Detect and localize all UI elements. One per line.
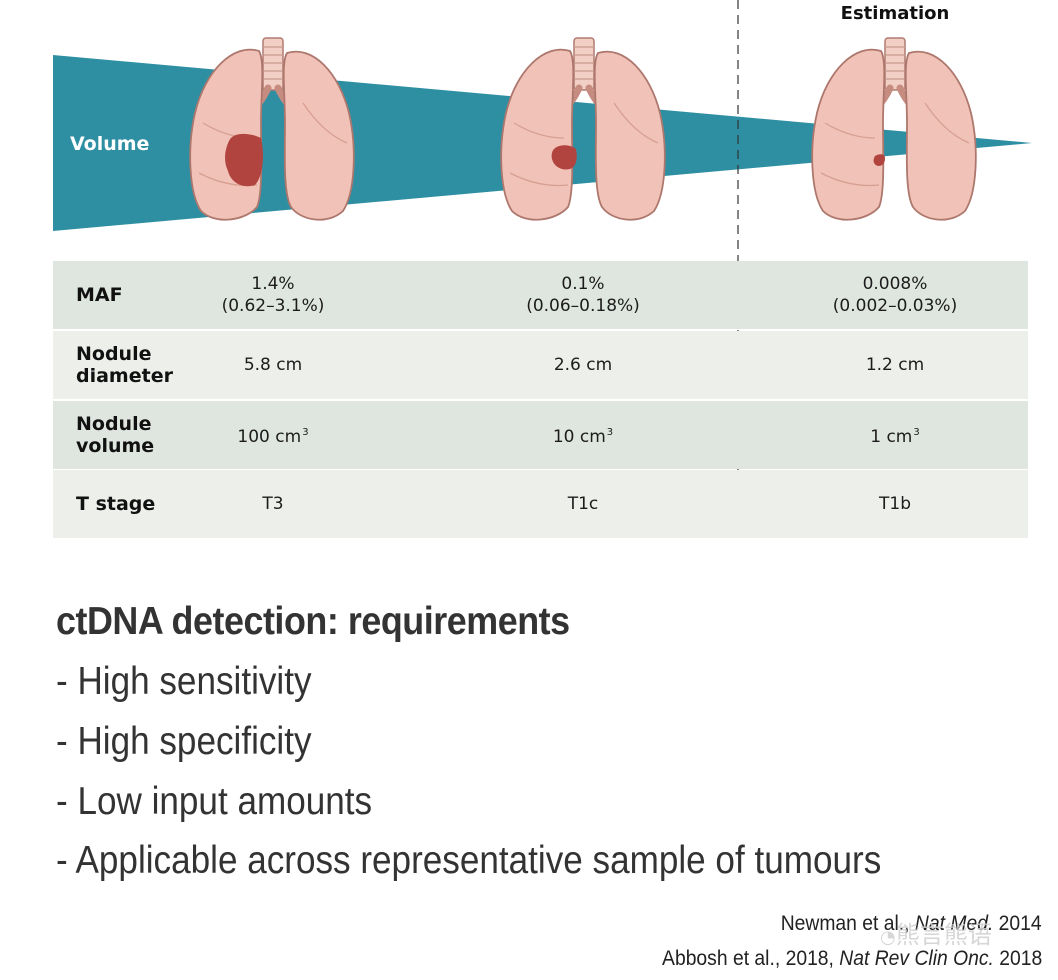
requirement-item: - High sensitivity bbox=[56, 660, 312, 703]
cell-value: 1.2 cm bbox=[865, 355, 925, 375]
cell-value: T1b bbox=[879, 494, 911, 514]
cell-value: T3 bbox=[262, 494, 284, 514]
table-cell: T1c bbox=[463, 470, 703, 538]
cell-value: 1.4% bbox=[251, 274, 295, 294]
cell-value: 10 cm bbox=[552, 427, 606, 447]
watermark: ◔熊言熊语 bbox=[880, 921, 992, 949]
cell-value: 100 cm bbox=[237, 427, 302, 447]
tumour-small bbox=[873, 154, 885, 166]
cell-value: 0.1% bbox=[561, 274, 605, 294]
tumour-large bbox=[225, 133, 263, 187]
tumour-medium bbox=[551, 145, 577, 170]
table-cell: 100 cm3 bbox=[153, 401, 393, 469]
table-cell: 1.4%(0.62–3.1%) bbox=[153, 261, 393, 329]
requirement-item: - High specificity bbox=[56, 720, 312, 763]
reference-abbosh: Abbosh et al., 2018, Nat Rev Clin Onc. 2… bbox=[661, 947, 1042, 970]
cell-value: 2.6 cm bbox=[553, 355, 613, 375]
cell-superscript: 3 bbox=[606, 427, 614, 438]
table-cell: 1 cm3 bbox=[775, 401, 1015, 469]
table-cell: 10 cm3 bbox=[463, 401, 703, 469]
row-label: MAF bbox=[76, 284, 123, 306]
table-row-tstage: T stage T3 T1c T1b bbox=[53, 470, 1028, 538]
cell-value: T1c bbox=[567, 494, 599, 514]
requirement-item: - Low input amounts bbox=[56, 780, 373, 823]
row-label: T stage bbox=[76, 493, 156, 515]
table-cell: T3 bbox=[153, 470, 393, 538]
table-cell: 1.2 cm bbox=[775, 331, 1015, 399]
wechat-icon: ◔ bbox=[880, 927, 896, 948]
reference-newman: Newman et al., Nat Med. 2014 bbox=[781, 912, 1042, 935]
lungs-medium bbox=[501, 38, 665, 220]
cell-range: (0.06–0.18%) bbox=[526, 296, 640, 316]
cell-superscript: 3 bbox=[302, 427, 309, 438]
table-row-maf: MAF 1.4%(0.62–3.1%) 0.1%(0.06–0.18%) 0.0… bbox=[53, 261, 1028, 329]
table-cell: 2.6 cm bbox=[463, 331, 703, 399]
cell-value: 1 cm bbox=[870, 427, 913, 447]
table-cell: 0.1%(0.06–0.18%) bbox=[463, 261, 703, 329]
cell-value: 0.008% bbox=[862, 274, 928, 294]
lungs-large bbox=[190, 38, 354, 220]
table-cell: 0.008%(0.002–0.03%) bbox=[775, 261, 1015, 329]
cell-value: 5.8 cm bbox=[243, 355, 303, 375]
table-cell: T1b bbox=[775, 470, 1015, 538]
volume-label: Volume bbox=[70, 133, 149, 155]
tumour-volume-figure: Volume Estimation bbox=[53, 0, 1032, 540]
estimation-header: Estimation bbox=[841, 3, 950, 24]
requirement-item: - Applicable across representative sampl… bbox=[56, 839, 882, 882]
table-cell: 5.8 cm bbox=[153, 331, 393, 399]
lungs-small bbox=[812, 38, 976, 220]
cell-superscript: 3 bbox=[913, 427, 920, 438]
cell-range: (0.62–3.1%) bbox=[221, 296, 325, 316]
cell-range: (0.002–0.03%) bbox=[832, 296, 958, 316]
requirements-title: ctDNA detection: requirements bbox=[56, 600, 570, 643]
